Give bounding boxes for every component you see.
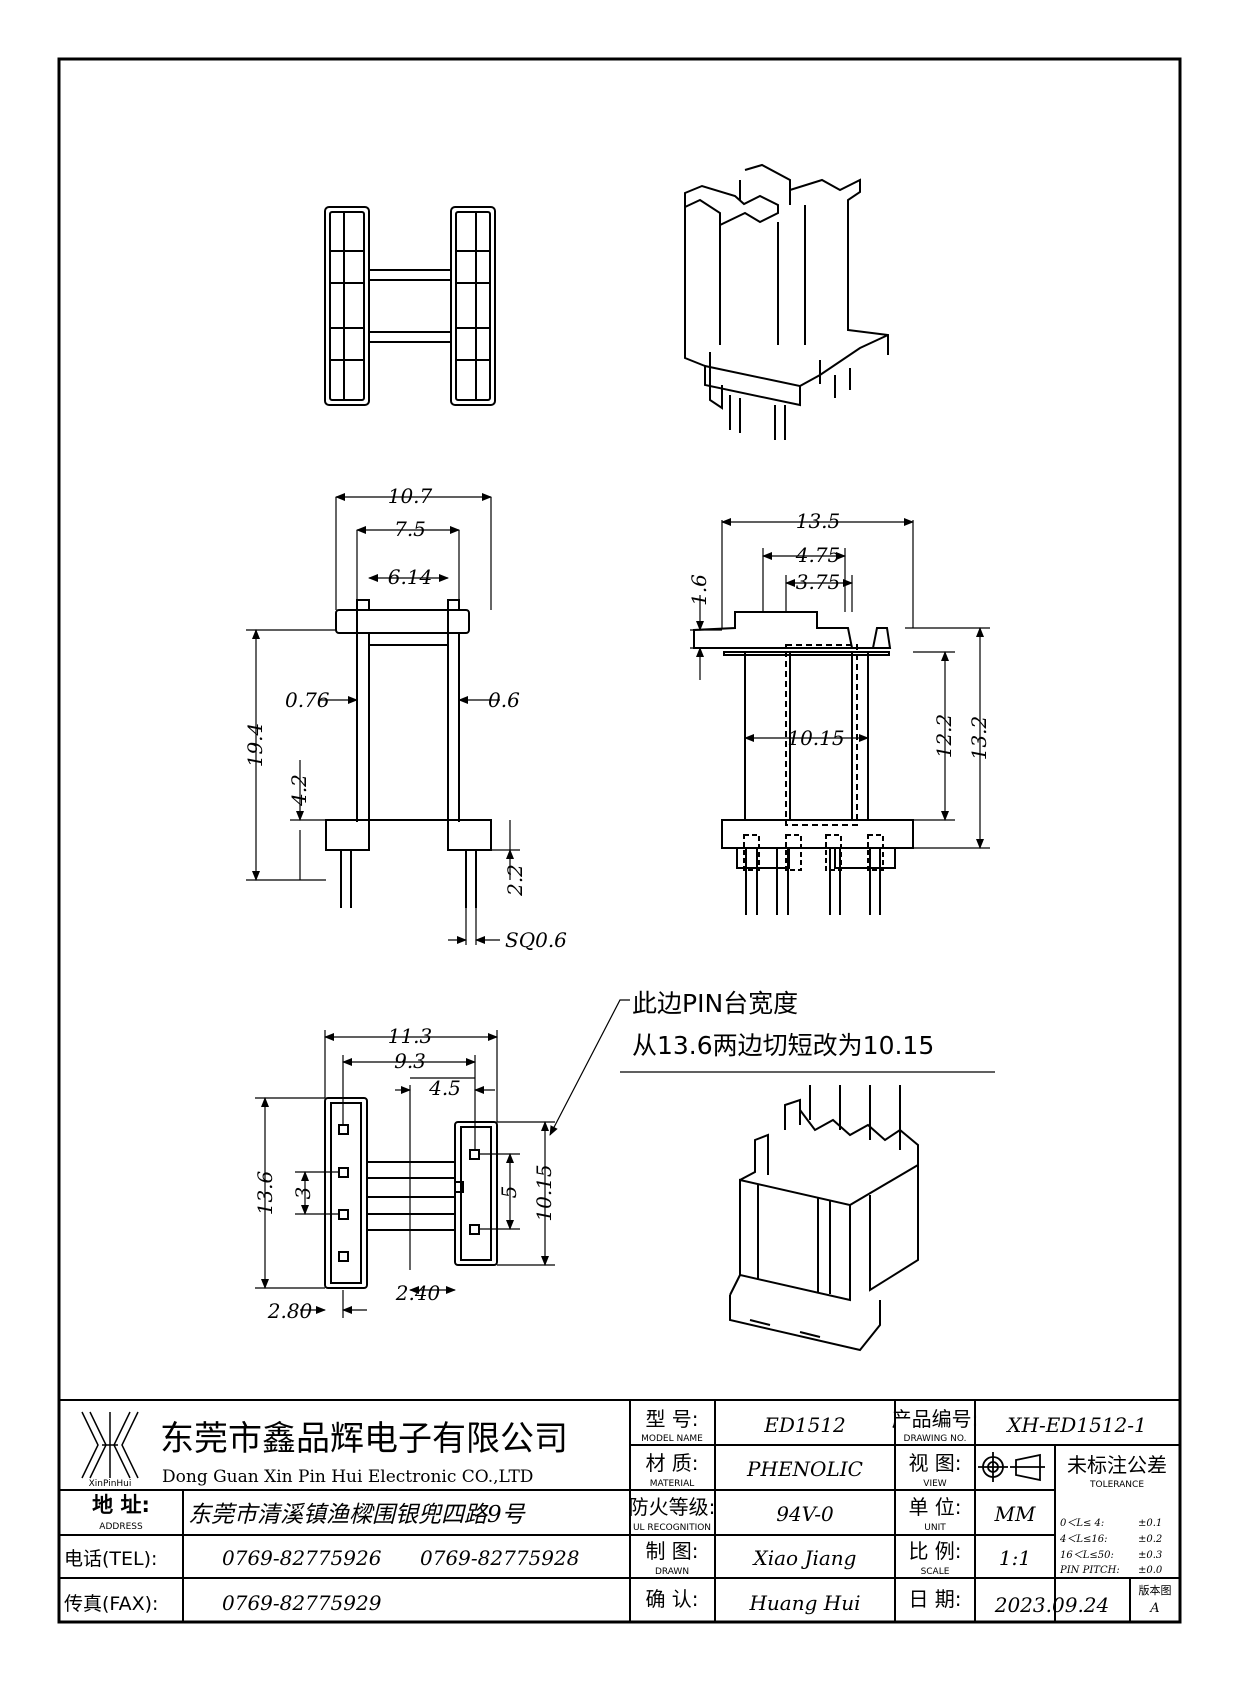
date-value: 2023.09.24 [994,1593,1110,1617]
tel-value-2: 0769-82775928 [420,1546,579,1570]
view-label: 视 图: [908,1451,961,1475]
tol-row4-value: ±0.0 [1138,1565,1163,1576]
dim-bottom-half: 4.5 [428,1076,461,1100]
model-label: 型 号: [645,1407,698,1431]
dim-bottom-core-offset: 2.40 [395,1281,441,1305]
sheet-border [57,57,1182,1624]
dim-right-wall: 0.6 [488,688,520,712]
tolerance-title-en: TOLERANCE [1089,1480,1144,1490]
dim-front-overall: 13.5 [796,509,841,533]
drawing-no-value: XH-ED1512-1 [1005,1413,1146,1437]
dim-front-window-width: 10.15 [787,726,844,750]
dim-core-width: 6.14 [388,565,433,589]
drawing-no-label-en: DRAWING NO. [904,1434,967,1444]
material-label-en: MATERIAL [650,1479,695,1489]
scale-value: 1:1 [999,1546,1031,1570]
ul-value: 94V-0 [776,1502,834,1526]
tol-row3-value: ±0.3 [1138,1550,1162,1561]
unit-label-en: UNIT [924,1523,946,1533]
tel-label: 电话(TEL): [64,1548,157,1570]
drawn-label: 制 图: [645,1539,698,1563]
drawn-label-en: DRAWN [655,1567,689,1577]
dim-height: 19.4 [243,723,267,768]
fax-value: 0769-82775929 [222,1591,382,1615]
dim-pin-length: 2.2 [503,864,527,897]
isometric-view-top [684,163,889,440]
side-view-dimensions [246,493,520,945]
tel-value-1: 0769-82775926 [222,1546,382,1570]
view-label-en: VIEW [923,1479,946,1489]
tol-row1-range: 0＜L≤ 4: [1060,1518,1104,1529]
title-block [58,1399,1181,1623]
material-label: 材 质: [645,1451,698,1475]
tol-row3-range: 16＜L≤50: [1060,1550,1114,1561]
side-view [325,599,492,908]
dim-front-core: 3.75 [796,570,841,594]
dim-front-flange: 1.6 [687,574,711,606]
revision-note: 此边PIN台宽度 从13.6两边切短改为10.15 [632,989,934,1060]
address-label-en: ADDRESS [99,1522,143,1532]
address-label: 地 址: [92,1493,150,1517]
drawn-value: Xiao Jiang [752,1546,857,1570]
check-label: 确 认: [645,1587,698,1611]
scale-label-en: SCALE [921,1567,950,1577]
dim-front-slot: 4.75 [795,543,841,567]
company-name-cn: 东莞市鑫品辉电子有限公司 [160,1419,568,1459]
dim-bottom-pin-pitch: 3 [291,1187,315,1200]
isometric-view-bottom [729,1085,919,1352]
projection-symbol-icon [978,1452,1045,1482]
unit-label: 单 位: [908,1495,961,1519]
front-view-dim-labels: 13.5 4.75 3.75 1.6 10.15 12.2 13.2 [687,509,991,760]
note-line-1: 此边PIN台宽度 [632,989,798,1018]
version-value: A [1149,1601,1159,1616]
bottom-view [324,1085,498,1289]
dim-bottom-inner: 9.3 [394,1049,426,1073]
date-label: 日 期: [908,1587,961,1611]
scale-label: 比 例: [908,1539,961,1563]
company-logo [81,1411,139,1479]
dim-left-wall: 0.76 [285,688,330,712]
address-value: 东莞市清溪镇渔樑围银兜四路9号 [188,1502,526,1528]
top-view [324,206,496,406]
dim-bottom-pin-offset: 2.80 [267,1299,313,1323]
dim-bottom-left-height: 13.6 [253,1170,277,1215]
dim-bottom-right-height: 10.15 [532,1164,556,1221]
dim-base-height: 4.2 [287,774,311,807]
tol-row4-range: PIN PITCH: [1059,1565,1120,1576]
company-name-en: Dong Guan Xin Pin Hui Electronic CO.,LTD [162,1467,533,1487]
tol-row2-value: ±0.2 [1138,1534,1162,1545]
bottom-view-dimensions [255,999,995,1318]
dim-front-window-height: 12.2 [932,714,956,759]
dim-front-total-height: 13.2 [967,716,991,761]
tolerance-title: 未标注公差 [1067,1453,1167,1477]
tol-row2-range: 4＜L≤16: [1059,1534,1107,1545]
tol-row1-value: ±0.1 [1138,1518,1162,1529]
model-label-en: MODEL NAME [641,1434,703,1444]
fax-label: 传真(FAX): [64,1593,158,1615]
ul-label-en: UL RECOGNITION [633,1523,711,1533]
model-value: ED1512 [763,1413,846,1437]
dim-pin-size: SQ0.6 [505,928,567,952]
dim-overall-width: 10.7 [388,484,433,508]
check-value: Huang Hui [748,1591,860,1615]
bottom-view-dim-labels: 11.3 9.3 4.5 13.6 3 5 10.15 2.40 2.80 [253,1024,556,1323]
drawing-no-label: 产品编号: [892,1407,979,1431]
material-value: PHENOLIC [746,1457,863,1481]
note-line-2: 从13.6两边切短改为10.15 [632,1031,934,1060]
dim-bottom-overall: 11.3 [388,1024,433,1048]
dim-bottom-right-pitch: 5 [497,1186,521,1199]
ul-label: 防火等级: [629,1495,716,1519]
dim-inner-width: 7.5 [394,517,426,541]
logo-text: XinPinHui [89,1479,132,1489]
unit-value: MM [994,1502,1036,1526]
front-view-dimensions [690,518,990,849]
front-view [693,611,914,915]
version-label: 版本图 [1139,1583,1172,1597]
side-view-dim-labels: 10.7 7.5 6.14 0.76 0.6 19.4 4.2 2.2 SQ0.… [243,484,567,952]
